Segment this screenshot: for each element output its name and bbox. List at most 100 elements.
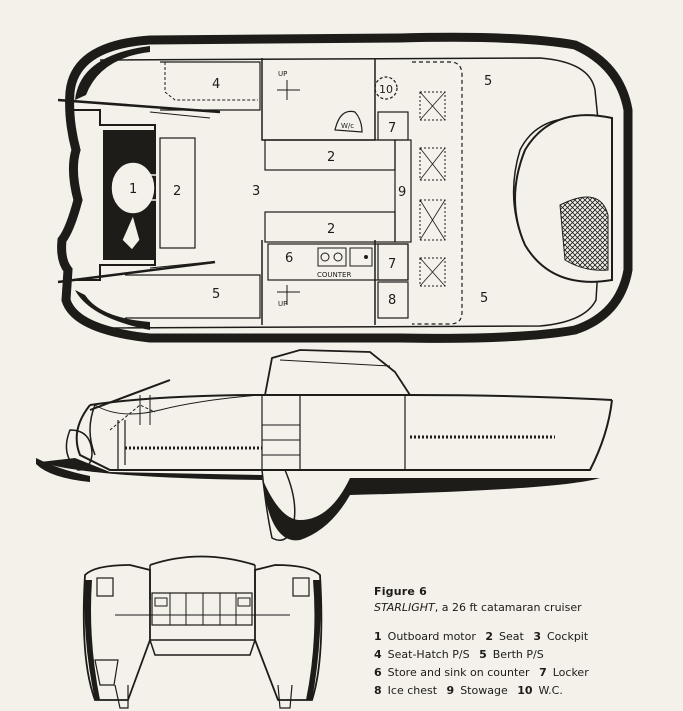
hatch-3-x	[419, 199, 446, 241]
label-7-upper: 7	[388, 121, 396, 136]
label-8: 8	[388, 293, 396, 308]
bulkhead-lower	[261, 240, 376, 325]
stbd-porthole	[292, 577, 310, 597]
label-4: 4	[212, 77, 220, 92]
hatch-2-x	[419, 147, 446, 181]
legend-number: 2	[485, 630, 494, 643]
up-arrow-lower	[277, 285, 300, 305]
tunnel-shading	[559, 196, 609, 271]
wc-fitting	[334, 110, 363, 133]
legend-text: Seat-Hatch P/S	[387, 648, 470, 661]
tiller-side	[89, 379, 171, 411]
label-5-fwd-lower: 5	[480, 291, 488, 306]
aft-seat	[159, 137, 196, 249]
locker-lower	[377, 243, 409, 281]
keel-profile	[261, 469, 296, 541]
drawer-2	[237, 597, 251, 607]
plan-labels: 1 2 3 4 5 5 5 2 2 6 7 7 8 9 10 UP UP COU…	[129, 70, 492, 308]
hatch-1	[419, 91, 446, 121]
legend-row: 4 Seat-Hatch P/S 5 Berth P/S	[374, 646, 674, 664]
forward-berth-dashed	[412, 61, 463, 325]
figure-title: Figure 6	[374, 585, 427, 598]
sink-drain-icon	[364, 255, 368, 259]
outboard-cowl	[65, 429, 93, 471]
legend-number: 5	[479, 648, 487, 661]
side-elevation	[36, 349, 613, 541]
seat-hatch-upper	[160, 61, 261, 111]
label-9: 9	[398, 185, 406, 200]
figure-subtitle: STARLIGHT, a 26 ft catamaran cruiser	[374, 601, 674, 614]
bridge-deck-beam	[148, 639, 257, 656]
locker-upper	[377, 111, 409, 141]
label-7-lower: 7	[388, 257, 396, 272]
hatch-4-x	[419, 257, 446, 287]
motor-brackets	[147, 174, 158, 201]
legend-text: Seat	[499, 630, 524, 643]
stove	[317, 247, 347, 267]
hatch-1-x	[419, 91, 446, 121]
legend-number: 10	[517, 684, 533, 697]
wc-bowl	[374, 76, 398, 100]
cabinet-doors	[169, 593, 237, 625]
hull-shadow-high	[75, 46, 150, 100]
legend-text: Store and sink on counter	[387, 666, 530, 679]
stbd-keel	[277, 684, 293, 709]
water-left	[36, 458, 90, 482]
stern-wc	[94, 659, 119, 686]
label-3: 3	[252, 184, 260, 199]
cabin-side-window	[261, 394, 301, 471]
legend-number: 9	[446, 684, 455, 697]
seat-hatch-upper-detail	[164, 62, 258, 101]
sheer-line	[89, 394, 613, 406]
legend-text: W.C.	[538, 684, 563, 697]
seat-hatch-lower	[125, 274, 261, 319]
label-5-aft: 5	[212, 287, 220, 302]
legend-number: 8	[374, 684, 382, 697]
hatch-2	[419, 147, 446, 181]
port-porthole	[96, 577, 114, 597]
label-1: 1	[129, 182, 137, 197]
cockpit-coaming	[94, 394, 261, 415]
legend-number: 7	[539, 666, 547, 679]
rail-lines	[149, 111, 211, 269]
burner-2-icon	[333, 252, 343, 262]
tiller-lower	[57, 260, 216, 284]
outboard-shaft	[117, 420, 126, 470]
label-2-upper-settee: 2	[327, 150, 335, 165]
cabinet-bank	[151, 592, 253, 626]
label-10: 10	[379, 83, 393, 96]
label-5-fwd-upper: 5	[484, 74, 492, 89]
port-hull-shade	[84, 580, 100, 700]
sink	[349, 247, 373, 267]
label-wc-mark: W/c	[341, 122, 354, 130]
motor-swing-arc	[109, 404, 156, 431]
hull-profile	[75, 399, 613, 471]
legend-number: 1	[374, 630, 382, 643]
label-up-lower: UP	[278, 300, 287, 308]
legend-number: 4	[374, 648, 382, 661]
label-up-upper: UP	[278, 70, 287, 78]
legend-text: Outboard motor	[387, 630, 476, 643]
legend-number: 6	[374, 666, 382, 679]
drawer-1	[154, 597, 168, 607]
burner-1-icon	[320, 252, 330, 262]
legend-row: 6 Store and sink on counter 7 Locker	[374, 664, 674, 682]
legend-text: Locker	[552, 666, 589, 679]
hull-shadow-low	[75, 290, 150, 330]
legend-number: 3	[533, 630, 541, 643]
label-6: 6	[285, 251, 293, 266]
label-counter: COUNTER	[317, 271, 351, 279]
cabin-side-slats	[262, 424, 300, 456]
legend-text: Berth P/S	[492, 648, 544, 661]
plan-inner-outline	[99, 57, 599, 329]
label-2-aft: 2	[173, 184, 181, 199]
outboard-leg	[121, 213, 141, 251]
aft-rail-posts	[139, 395, 151, 425]
boat-name: STARLIGHT	[374, 601, 435, 614]
stern-view	[82, 555, 323, 709]
up-arrow-upper	[277, 80, 300, 100]
hatch-4	[419, 257, 446, 287]
cabin-window	[279, 359, 391, 367]
